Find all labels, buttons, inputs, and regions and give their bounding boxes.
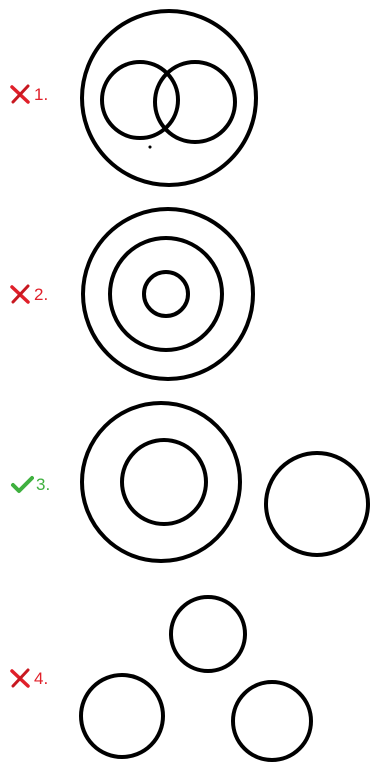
option-2[interactable]: 2. — [8, 284, 48, 304]
middle-circle — [108, 236, 224, 352]
diagram-option-2 — [81, 207, 255, 381]
cross-icon — [8, 84, 32, 104]
checkmark-icon — [10, 474, 34, 494]
bottom-left-circle — [79, 673, 165, 759]
inner-circle — [142, 270, 190, 318]
option-number: 1. — [34, 84, 49, 104]
outer-circle — [80, 9, 258, 187]
option-4[interactable]: 4. — [8, 668, 48, 688]
outer-circle — [80, 401, 242, 563]
left-inner-circle — [100, 60, 180, 140]
separate-circle — [264, 451, 370, 557]
right-inner-circle — [153, 60, 237, 144]
option-number: 3. — [36, 474, 51, 494]
option-number: 4. — [34, 668, 49, 688]
option-number: 2. — [34, 284, 49, 304]
diagram-option-4 — [79, 595, 313, 762]
diagram-option-3 — [80, 401, 370, 563]
cross-icon — [8, 284, 32, 304]
option-1[interactable]: 1. — [8, 84, 48, 104]
inner-circle — [120, 438, 208, 526]
top-circle — [169, 595, 247, 673]
center-dot — [148, 145, 152, 149]
outer-circle — [81, 207, 255, 381]
cross-icon — [8, 668, 32, 688]
diagram-option-1 — [80, 9, 258, 187]
option-3[interactable]: 3. — [10, 474, 50, 494]
bottom-right-circle — [231, 680, 313, 762]
